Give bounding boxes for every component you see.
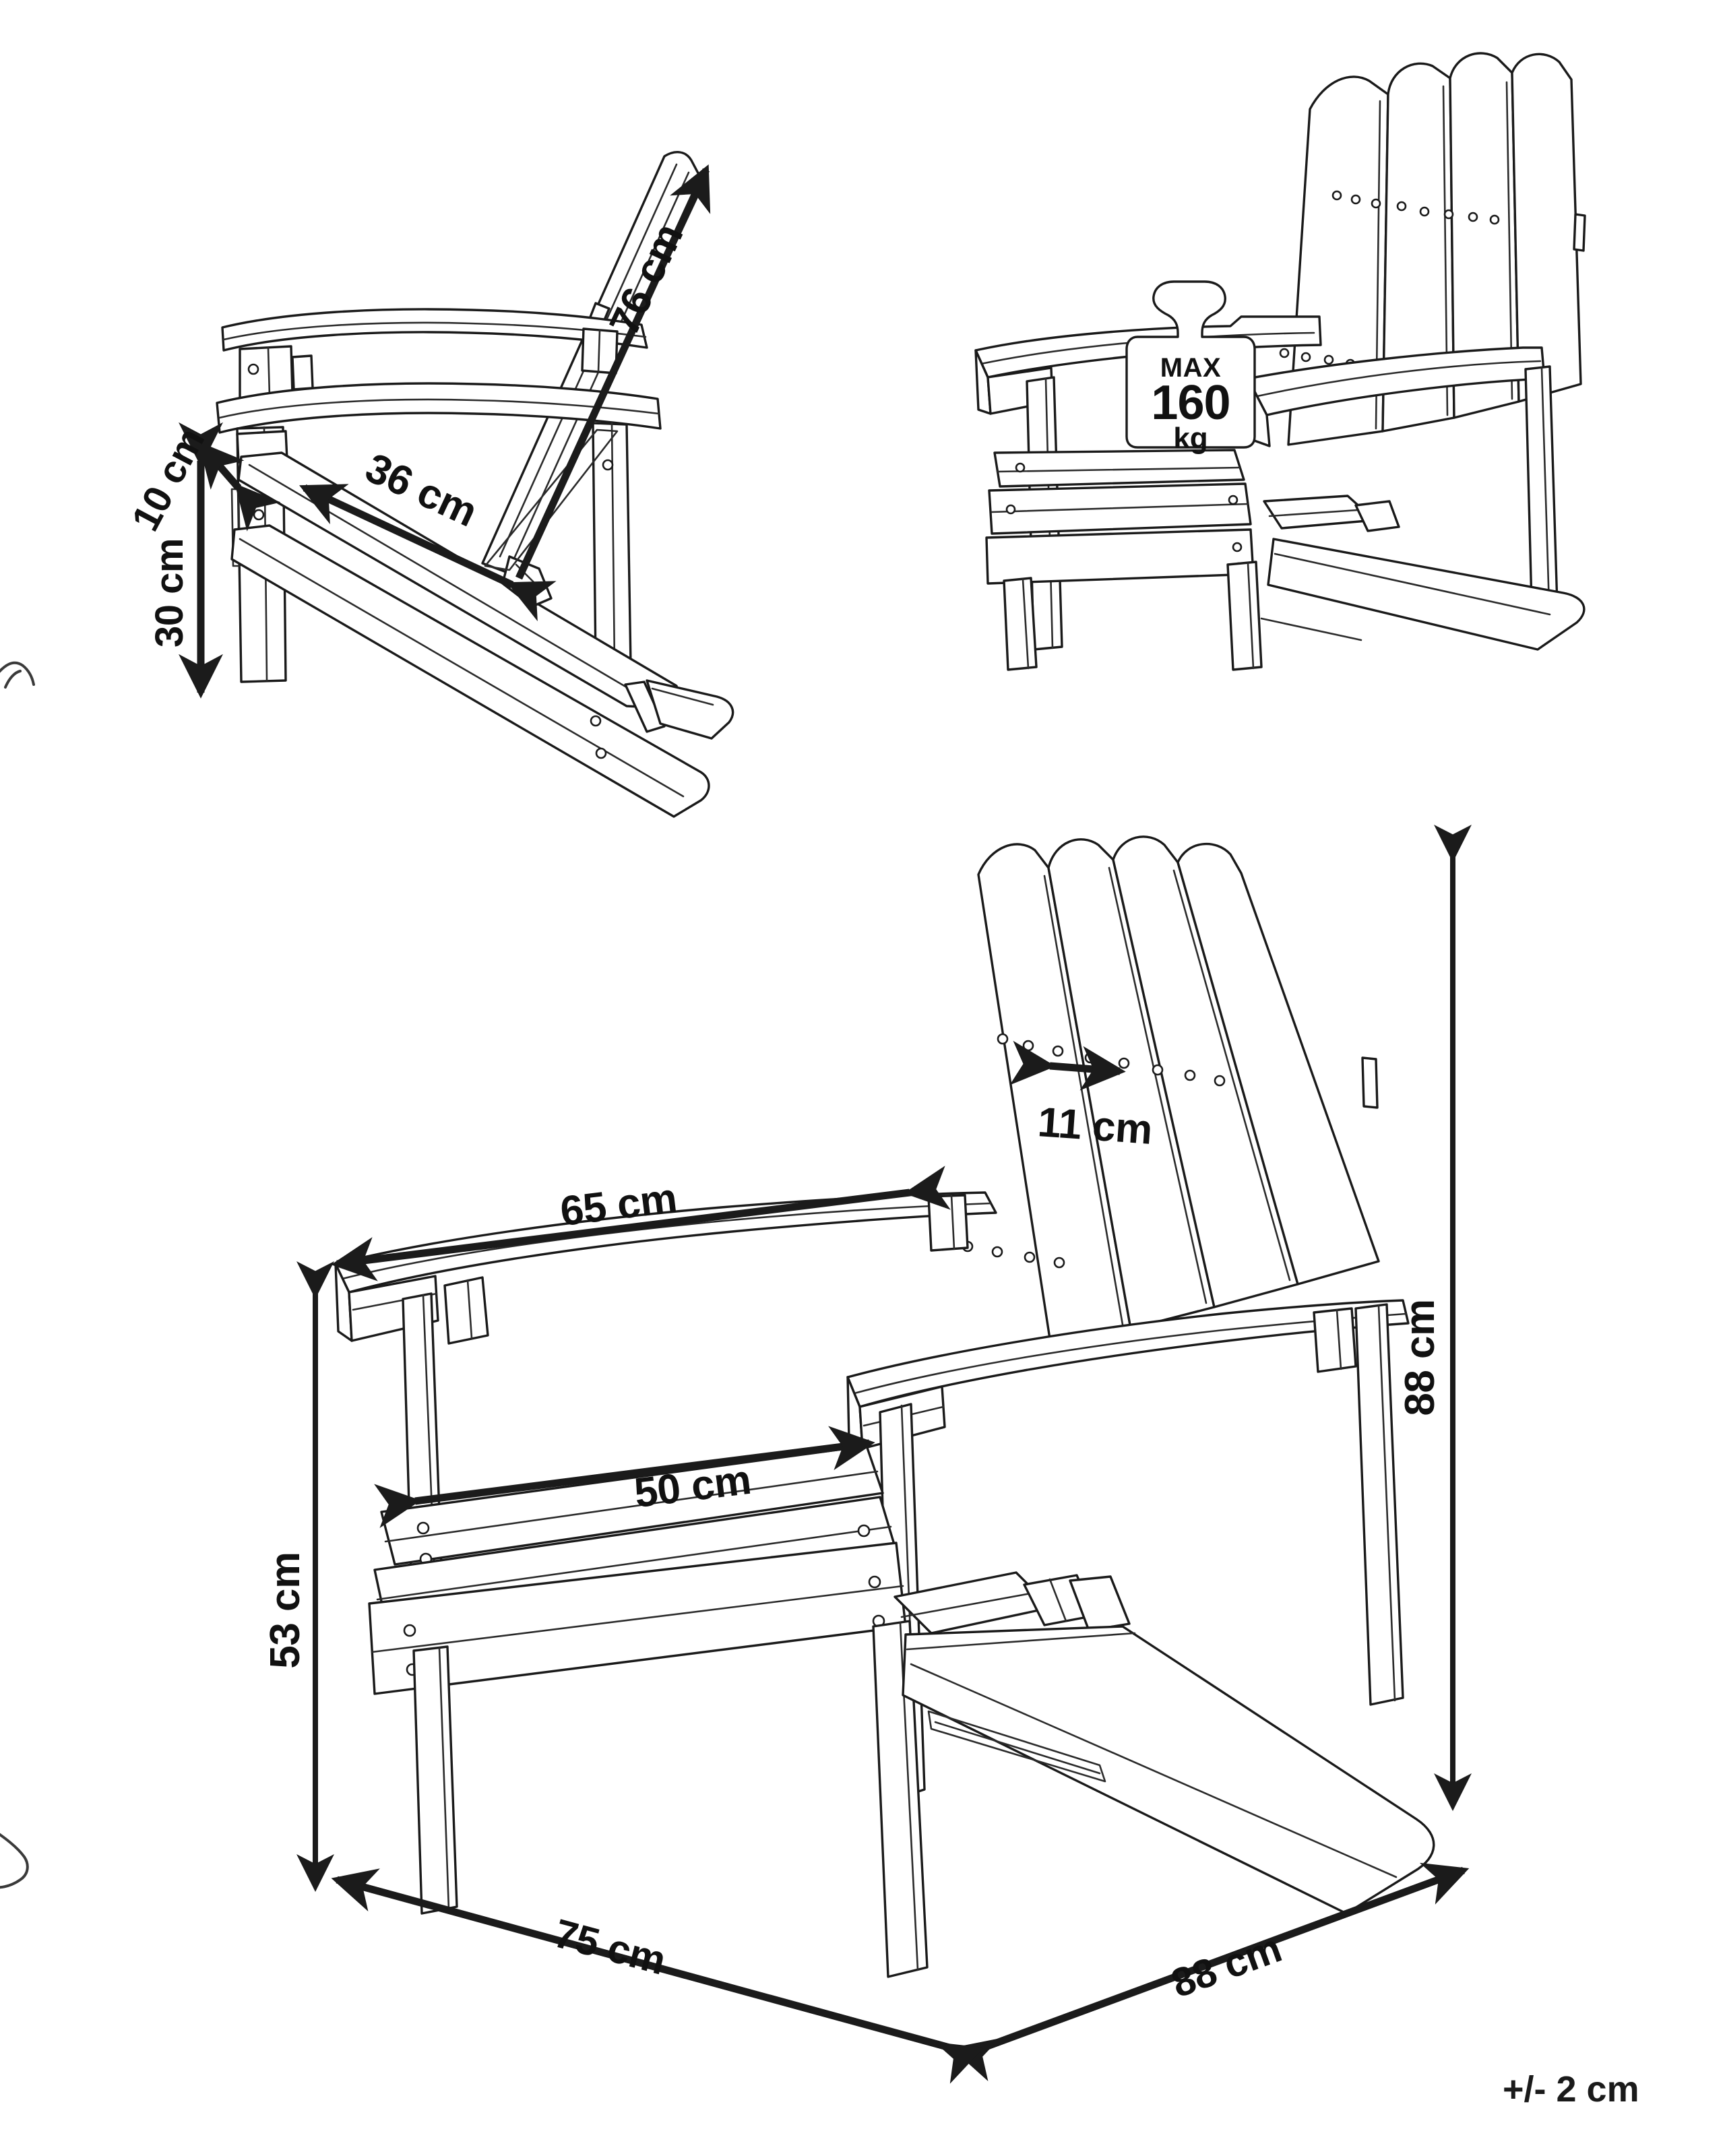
tolerance-note: +/- 2 cm	[1503, 2069, 1639, 2110]
dim-line-65cm	[331, 1166, 951, 1281]
max-load-unit: kg	[1173, 422, 1208, 455]
dimension-label-30cm: 30 cm	[148, 538, 191, 647]
edge-artifact-top-left	[0, 661, 35, 689]
max-load-badge: MAX 160 kg	[1131, 353, 1251, 455]
max-load-prefix: MAX	[1160, 353, 1222, 383]
dim-line-36cm	[299, 484, 557, 622]
dim-line-10cm	[198, 441, 281, 532]
dimension-label-11cm: 11 cm	[1036, 1099, 1154, 1153]
main-perspective-chair	[334, 835, 1435, 1978]
dim-line-11cm	[1009, 1040, 1126, 1091]
dim-line-88cm-depth	[934, 1862, 1470, 2084]
dimension-label-53cm: 53 cm	[262, 1552, 309, 1669]
max-load-value: 160	[1151, 375, 1230, 430]
dimension-label-88cm-height: 88 cm	[1397, 1299, 1443, 1416]
dim-line-75cm	[331, 1868, 1000, 2081]
load-capacity-chair	[974, 52, 1586, 671]
weight-icon	[1125, 280, 1256, 449]
dim-line-50cm	[374, 1426, 875, 1528]
edge-artifact-bottom-left	[0, 1833, 29, 1889]
